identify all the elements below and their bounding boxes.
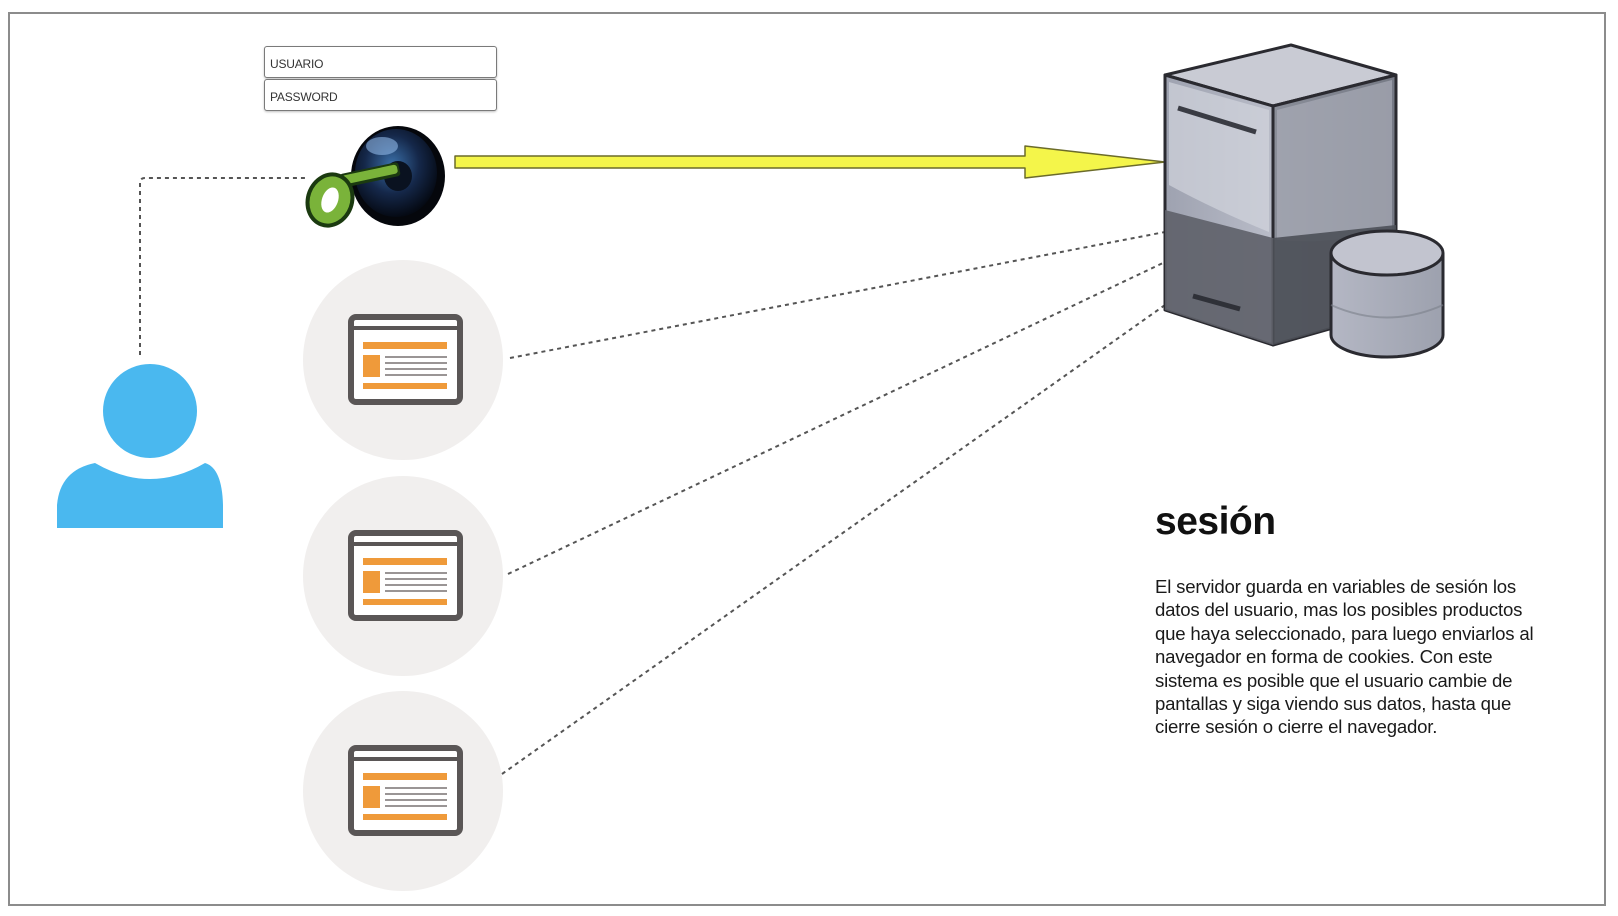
web-page-icon	[303, 691, 503, 891]
user-icon	[57, 364, 223, 528]
web-page-icon	[303, 476, 503, 676]
database-icon	[1329, 229, 1445, 359]
password-field: PASSWORD	[264, 79, 497, 111]
page2-server-connector	[507, 261, 1166, 575]
page1-server-connector	[509, 231, 1166, 359]
username-field: USUARIO	[264, 46, 497, 78]
key-icon	[305, 126, 445, 228]
page3-server-connector	[501, 304, 1166, 775]
web-page-icon	[303, 260, 503, 460]
login-arrow	[454, 145, 1166, 179]
session-description: El servidor guarda en variables de sesió…	[1155, 576, 1534, 738]
diagram-frame	[8, 12, 1606, 906]
user-key-connector	[139, 177, 308, 355]
session-title: sesión	[1155, 500, 1276, 543]
